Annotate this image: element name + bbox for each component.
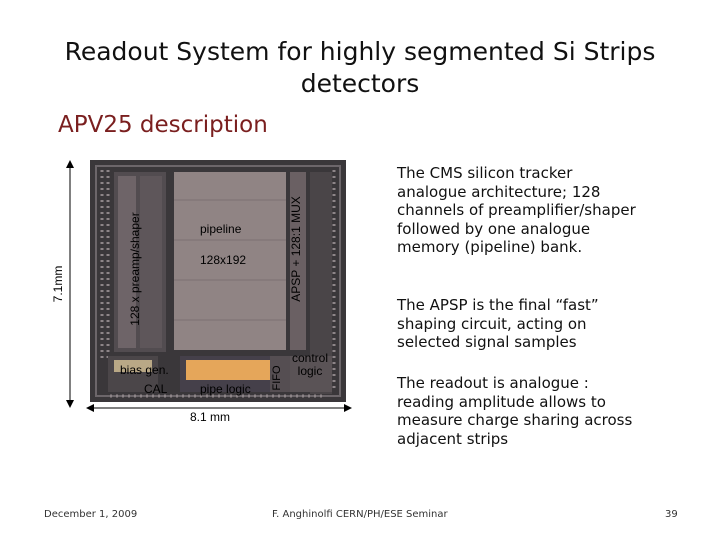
footer-date: December 1, 2009 bbox=[44, 509, 137, 520]
preamp-label: 128 x preamp/shaper bbox=[128, 179, 144, 359]
control-label-line-2: logic bbox=[290, 365, 330, 378]
fifo-label: FIFO bbox=[271, 363, 285, 393]
section-subtitle: APV25 description bbox=[58, 112, 268, 138]
title-line-2: detectors bbox=[40, 68, 680, 100]
pipeline-size-label: 128x192 bbox=[200, 253, 246, 267]
footer-presenter: F. Anghinolfi CERN/PH/ESE Seminar bbox=[272, 509, 448, 520]
paragraph-apsp: The APSP is the final “fast” shaping cir… bbox=[397, 296, 637, 352]
cal-label: CAL bbox=[144, 382, 167, 396]
slide-title: Readout System for highly segmented Si S… bbox=[40, 36, 680, 100]
chip-die: 128 x preamp/shaper pipeline 128x192 APS… bbox=[90, 160, 346, 402]
apsp-mux-label: APSP + 128:1 MUX bbox=[289, 159, 305, 339]
page-number: 39 bbox=[665, 509, 678, 520]
paragraph-architecture: The CMS silicon tracker analogue archite… bbox=[397, 164, 637, 257]
pipeline-label: pipeline bbox=[200, 222, 241, 236]
bias-gen-label: bias gen. bbox=[120, 363, 169, 377]
width-label: 8.1 mm bbox=[190, 410, 230, 424]
pipe-logic-label: pipe logic bbox=[200, 382, 251, 396]
paragraph-readout: The readout is analogue : reading amplit… bbox=[397, 374, 637, 448]
title-line-1: Readout System for highly segmented Si S… bbox=[40, 36, 680, 68]
height-label: 7.1mm bbox=[51, 261, 67, 307]
control-logic-label: control logic bbox=[290, 352, 330, 378]
